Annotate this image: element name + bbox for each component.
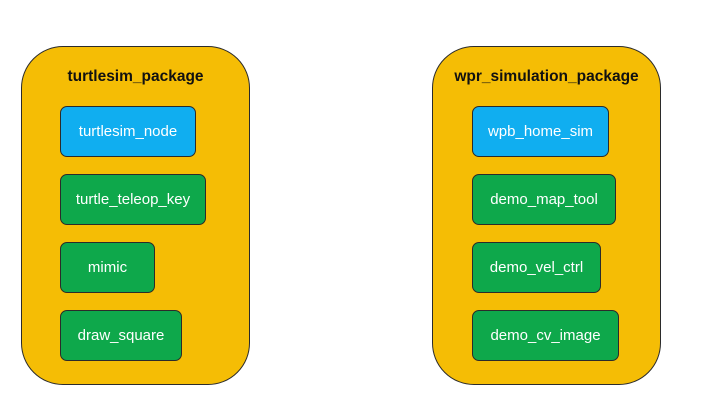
package-title: wpr_simulation_package — [454, 68, 639, 85]
node-draw-square: draw_square — [60, 310, 182, 361]
node-demo-cv-image: demo_cv_image — [472, 310, 619, 361]
package-turtlesim: turtlesim_package turtlesim_node turtle_… — [21, 46, 250, 385]
package-title: turtlesim_package — [67, 68, 204, 85]
node-wpb-home-sim: wpb_home_sim — [472, 106, 609, 157]
node-demo-vel-ctrl: demo_vel_ctrl — [472, 242, 601, 293]
node-mimic: mimic — [60, 242, 155, 293]
package-wpr-simulation: wpr_simulation_package wpb_home_sim demo… — [432, 46, 661, 385]
node-turtlesim-node: turtlesim_node — [60, 106, 196, 157]
node-turtle-teleop-key: turtle_teleop_key — [60, 174, 206, 225]
node-demo-map-tool: demo_map_tool — [472, 174, 616, 225]
